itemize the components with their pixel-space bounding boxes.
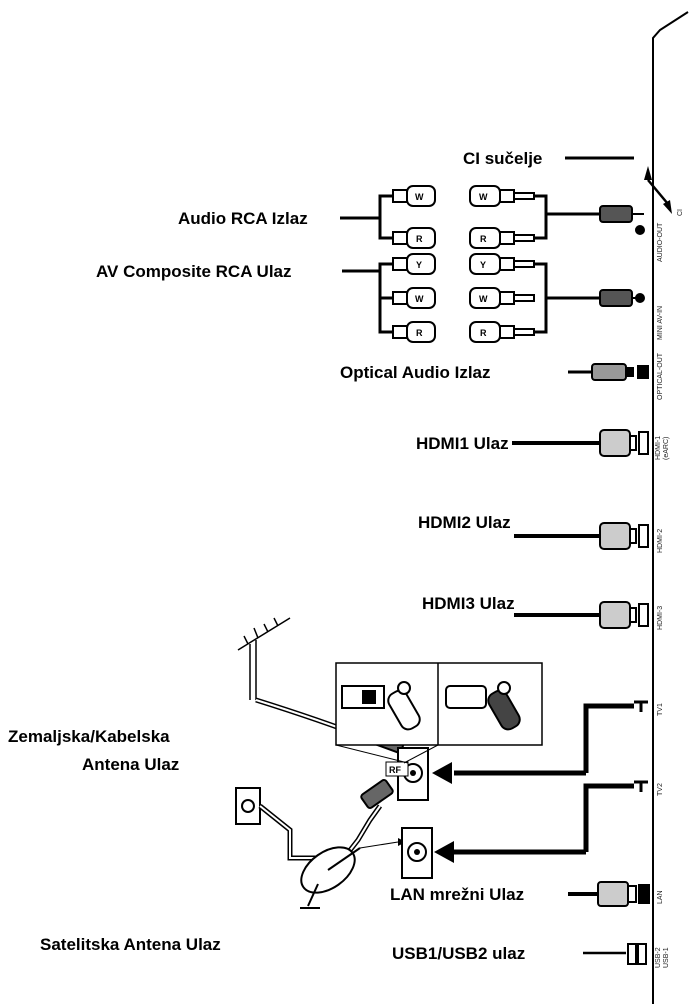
- optical-port: [637, 365, 649, 379]
- av-plug-red-right: R: [469, 321, 535, 343]
- port-label-optical: OPTICAL-OUT: [657, 352, 664, 400]
- av-composite-label: AV Composite RCA Ulaz: [96, 262, 292, 281]
- ci-arrow: [647, 179, 669, 205]
- ci-arrowhead-down: [663, 200, 672, 214]
- antenna-label-line2: Antena Ulaz: [82, 755, 179, 774]
- tv1-port: [634, 700, 648, 712]
- panel-port-labels: CI AUDIO-OUT MINI AV-IN OPTICAL-OUT HDMI…: [655, 209, 684, 968]
- port-label-hdmi1-earc: (eARC): [663, 437, 670, 460]
- port-label-tv2: TV2: [657, 783, 664, 796]
- port-label-usb1: USB-1: [663, 947, 670, 968]
- port-label-mini-av: MINI AV-IN: [657, 306, 664, 340]
- satellite-label: Satelitska Antena Ulaz: [40, 935, 221, 954]
- hdmi1-connection: HDMI1 Ulaz: [416, 429, 649, 457]
- av-plug-white-left: W: [392, 287, 436, 309]
- hdmi2-label: HDMI2 Ulaz: [418, 513, 511, 532]
- usb-label: USB1/USB2 ulaz: [392, 944, 525, 963]
- antenna-icon: [237, 617, 291, 700]
- optical-plug: [591, 363, 627, 381]
- port-label-lan: LAN: [657, 890, 664, 904]
- ci-label: CI sučelje: [463, 149, 542, 168]
- audio-rca-label: Audio RCA Izlaz: [178, 209, 308, 228]
- lan-plug: [597, 881, 629, 907]
- av-jack-plug: [599, 289, 633, 307]
- usb-port-2: [627, 943, 637, 965]
- mini-av-port: [635, 293, 645, 303]
- ci-connection: CI sučelje: [463, 149, 672, 214]
- svg-text:W: W: [479, 192, 488, 202]
- svg-text:R: R: [416, 328, 423, 338]
- av-plug-yellow-left: Y: [392, 253, 436, 275]
- audio-out-port: [635, 225, 645, 235]
- audio-rca-plug-white-right: W: [469, 185, 535, 207]
- terrestrial-antenna-connection: RF Zemaljska/Kabelska Antena Ulaz: [8, 617, 648, 861]
- audio-rca-plug-red-left: R: [392, 227, 436, 249]
- av-plug-yellow-right: Y: [469, 253, 535, 275]
- audio-rca-connection: Audio RCA Izlaz W R W R: [178, 185, 645, 249]
- svg-text:W: W: [479, 294, 488, 304]
- port-label-hdmi3: HDMI-3: [657, 606, 664, 630]
- satellite-connection: Satelitska Antena Ulaz: [40, 780, 648, 954]
- hdmi3-plug: [599, 601, 631, 629]
- antenna-label-line1: Zemaljska/Kabelska: [8, 727, 170, 746]
- optical-label: Optical Audio Izlaz: [340, 363, 491, 382]
- hdmi1-plug: [599, 429, 631, 457]
- audio-rca-plug-red-right: R: [469, 227, 535, 249]
- svg-text:Y: Y: [416, 260, 422, 270]
- lan-connection: LAN mrežni Ulaz: [390, 881, 650, 907]
- port-label-hdmi2: HDMI-2: [657, 529, 664, 553]
- hdmi2-plug: [599, 522, 631, 550]
- hdmi2-port: [638, 524, 649, 548]
- tv-panel-outline: [652, 11, 689, 1004]
- port-label-hdmi1: HDMI-1: [655, 436, 662, 460]
- ci-arrowhead-up: [644, 166, 652, 180]
- hdmi3-port: [638, 603, 649, 627]
- audio-rca-plug-white-left: W: [392, 185, 436, 207]
- svg-text:W: W: [415, 192, 424, 202]
- lan-port: [638, 884, 650, 904]
- optical-connection: Optical Audio Izlaz: [340, 363, 649, 382]
- svg-text:W: W: [415, 294, 424, 304]
- av-plug-white-right: W: [469, 287, 535, 309]
- svg-text:R: R: [480, 328, 487, 338]
- av-plug-red-left: R: [392, 321, 436, 343]
- port-label-usb2: USB-2: [655, 947, 662, 968]
- usb-port-1: [637, 943, 647, 965]
- svg-text:R: R: [480, 234, 487, 244]
- audio-jack-plug: [599, 205, 633, 223]
- usb-connection: USB1/USB2 ulaz: [392, 943, 647, 965]
- av-composite-connection: AV Composite RCA Ulaz Y W R Y: [96, 253, 645, 343]
- svg-text:Y: Y: [480, 260, 486, 270]
- hdmi2-connection: HDMI2 Ulaz: [418, 513, 649, 550]
- lan-label: LAN mrežni Ulaz: [390, 885, 524, 904]
- satellite-dish-icon: [300, 846, 361, 909]
- tv2-port: [634, 780, 648, 792]
- hdmi3-label: HDMI3 Ulaz: [422, 594, 515, 613]
- svg-text:R: R: [416, 234, 423, 244]
- port-label-ci: CI: [677, 209, 684, 216]
- hdmi1-port: [638, 431, 649, 455]
- hdmi1-label: HDMI1 Ulaz: [416, 434, 509, 453]
- rf-tag: RF: [389, 765, 401, 775]
- port-label-audio-out: AUDIO-OUT: [657, 222, 664, 262]
- port-label-tv1: TV1: [657, 703, 664, 716]
- hdmi3-connection: HDMI3 Ulaz: [422, 594, 649, 629]
